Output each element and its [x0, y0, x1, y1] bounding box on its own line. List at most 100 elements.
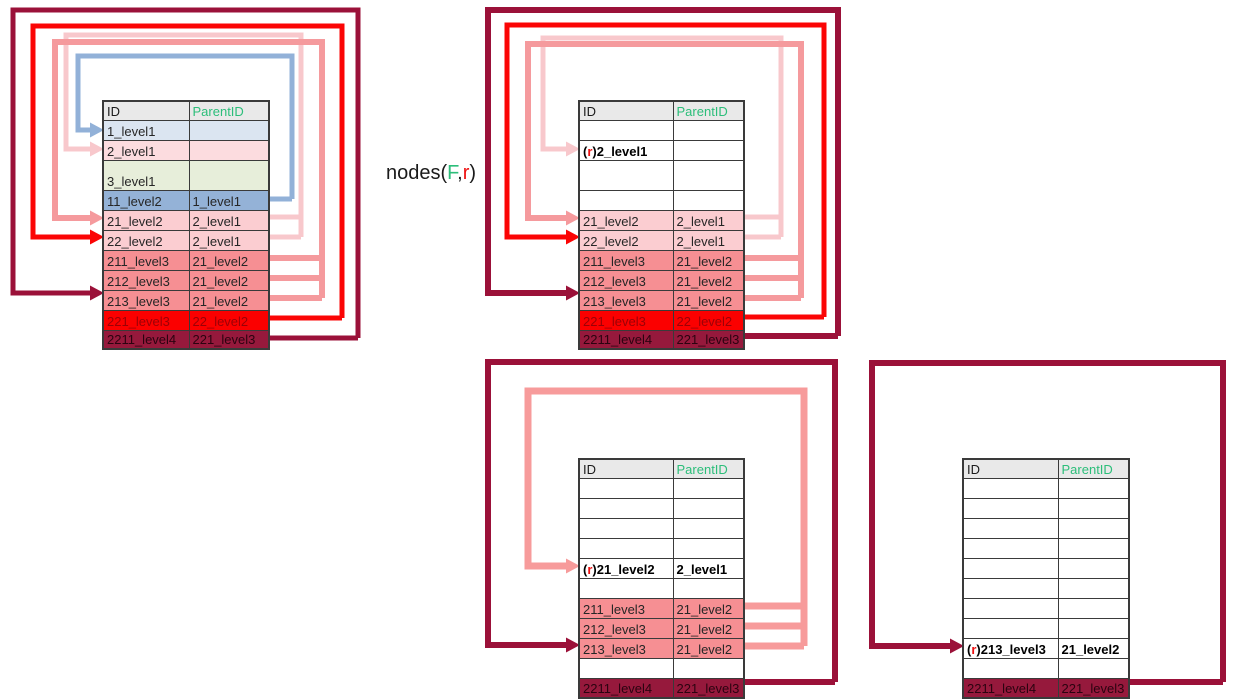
parentid-cell: 221_level3: [1057, 677, 1130, 699]
table-row: [962, 657, 1130, 679]
parentid-cell: [1057, 537, 1130, 559]
header-parentid-cell: ParentID: [188, 100, 270, 121]
id-cell: (r)213_level3: [962, 637, 1059, 659]
parentid-cell: 21_level2: [672, 597, 745, 619]
header-id-cell: ID: [962, 458, 1059, 479]
id-cell: [962, 577, 1059, 599]
parentid-cell: 1_level1: [188, 189, 270, 211]
parentid-cell: 21_level2: [672, 249, 745, 271]
parentid-cell: 21_level2: [672, 269, 745, 291]
table-row: [578, 159, 745, 191]
arrow-head: [566, 637, 580, 653]
arrow-head: [950, 638, 964, 654]
arrow-loop-line: [504, 22, 827, 317]
table-row: [578, 657, 745, 679]
id-cell: 211_level3: [578, 597, 674, 619]
id-cell: [962, 537, 1059, 559]
arrow-loop-line: [485, 359, 838, 682]
arrow-head: [90, 122, 104, 138]
arrow-head: [90, 229, 104, 245]
id-cell: [962, 477, 1059, 499]
parentid-cell: [672, 657, 745, 679]
id-cell: [578, 517, 674, 539]
id-cell: 211_level3: [578, 249, 674, 271]
parentid-cell: 21_level2: [672, 637, 745, 659]
r-marker: r: [587, 143, 593, 159]
parentid-cell: [672, 477, 745, 499]
id-cell: 212_level3: [578, 617, 674, 639]
table-row: 3_level1: [102, 159, 270, 191]
r-marker: r: [971, 641, 977, 657]
formula-prefix: nodes(: [386, 162, 448, 184]
parentid-cell: 2_level1: [188, 209, 270, 231]
table-row: [962, 517, 1130, 539]
arrow-t1-red-221-to-22: [30, 23, 345, 321]
table-row: [578, 189, 745, 211]
id-cell: [578, 159, 674, 191]
parentid-cell: [188, 119, 270, 141]
arrow-t4-maroon-2211-to-213r: [869, 360, 1226, 685]
arrow-head: [90, 285, 104, 301]
id-cell: [578, 577, 674, 599]
id-cell: 2_level1: [102, 139, 190, 161]
parentid-cell: [188, 139, 270, 161]
parentid-cell: 21_level2: [672, 617, 745, 639]
parentid-cell: 221_level3: [672, 329, 745, 350]
id-cell: 2211_level4: [578, 677, 674, 699]
arrow-t2-salmon-21x-to-21: [525, 41, 804, 301]
id-cell: 22_level2: [102, 229, 190, 251]
id-cell: 2211_level4: [102, 329, 190, 350]
arrow-t2-red-221-to-22: [504, 22, 827, 320]
parentid-cell: [672, 577, 745, 599]
parentid-cell: 21_level2: [1057, 637, 1130, 659]
parentid-cell: [1057, 557, 1130, 579]
id-cell: 1_level1: [102, 119, 190, 141]
arrow-loop-line: [540, 35, 784, 237]
id-cell: (r)21_level2: [578, 557, 674, 579]
parentid-cell: [1057, 617, 1130, 639]
id-cell: [578, 119, 674, 141]
table-row: 1_level1: [102, 119, 270, 141]
r-marker: r: [587, 561, 593, 577]
id-cell: 3_level1: [102, 159, 190, 191]
parentid-cell: 21_level2: [188, 249, 270, 271]
arrow-head: [566, 229, 580, 245]
id-cell: [962, 557, 1059, 579]
parentid-cell: 221_level3: [188, 329, 270, 350]
table-row: [962, 557, 1130, 579]
arrow-t2-pink-21-22-to-2: [540, 35, 784, 240]
table-row: [578, 119, 745, 141]
parentid-cell: 21_level2: [188, 289, 270, 311]
header-id-cell: ID: [578, 100, 674, 121]
parentid-cell: [672, 517, 745, 539]
table-row: (r)2_level1: [578, 139, 745, 161]
id-cell: 22_level2: [578, 229, 674, 251]
id-cell: [962, 597, 1059, 619]
id-cell: 221_level3: [578, 309, 674, 331]
formula-suffix: ): [469, 162, 477, 184]
parentid-cell: 2_level1: [672, 229, 745, 251]
parentid-cell: 221_level3: [672, 677, 745, 699]
table-row: [578, 477, 745, 499]
id-cell: [962, 497, 1059, 519]
table-row: [962, 477, 1130, 499]
id-cell: [962, 617, 1059, 639]
parentid-cell: [1057, 497, 1130, 519]
arrow-loop-line: [525, 41, 804, 298]
arrow-head: [90, 210, 104, 226]
parentid-cell: [672, 159, 745, 191]
